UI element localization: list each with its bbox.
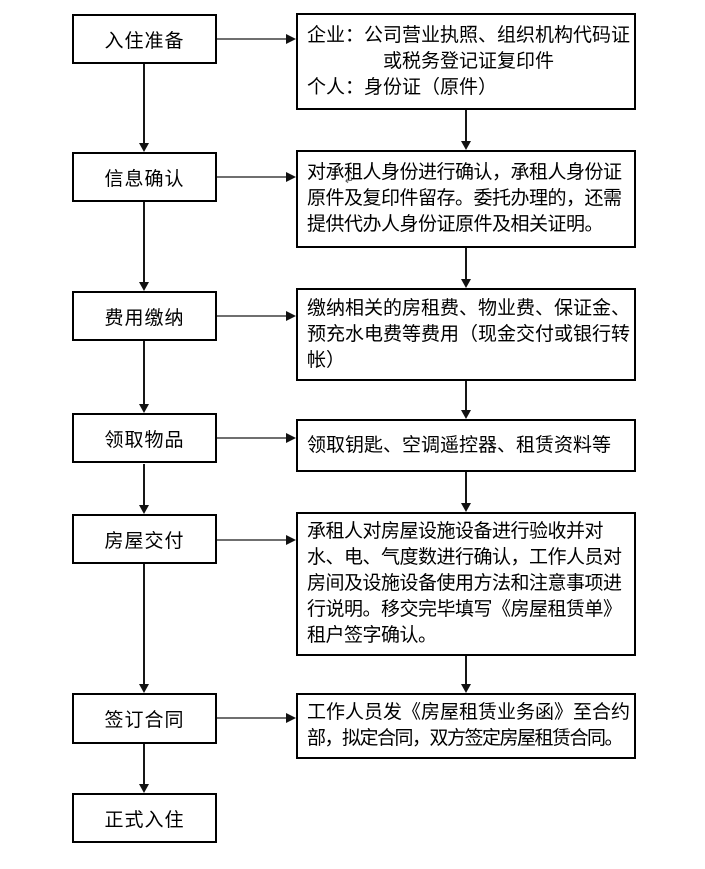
detail-text-line: 部，拟定合同，双方签定房屋租赁合同。 [307,728,624,749]
down-arrow [143,564,145,684]
flow-detail-box-identity-check: 对承租人身份进行确认，承租人身份证原件及复印件留存。委托办理的，还需提供代办人身… [296,150,636,248]
flow-step-label: 入住准备 [104,30,185,52]
detail-text-line: 行说明。移交完毕填写《房屋租赁单》 [307,599,622,620]
flow-step-box-house-handover: 房屋交付 [72,514,217,564]
detail-text-line: 提供代办人身份证原件及相关证明。 [307,214,604,235]
detail-text-line: 承租人对房屋设施设备进行验收并对 [307,521,604,542]
flow-step-label: 签订合同 [104,710,185,731]
flow-step-box-collect-items: 领取物品 [72,413,217,463]
detail-text-line: 房间及设施设备使用方法和注意事项进 [307,573,622,594]
detail-text-line: 对承租人身份进行确认，承租人身份证 [307,162,622,183]
detail-text-line: 水、电、气度数进行确认，工作人员对 [307,547,622,568]
down-arrow [465,381,467,410]
flow-step-label: 房屋交付 [104,530,185,552]
down-arrow [465,110,467,141]
detail-text-line: 领取钥匙、空调遥控器、租赁资料等 [307,434,612,456]
detail-text-line: 工作人员发《房屋租赁业务函》至合约 [307,702,631,723]
flow-step-label: 信息确认 [104,168,185,190]
down-arrow [465,656,467,684]
flow-step-label: 领取物品 [104,429,185,451]
right-arrow [217,176,286,178]
flow-step-box-fee-payment: 费用缴纳 [72,291,217,341]
detail-text-line: 帐） [307,349,346,371]
detail-text-line: 预充水电费等费用（现金交付或银行转 [307,323,631,345]
down-arrow [465,248,467,279]
flow-step-label: 费用缴纳 [104,307,185,329]
right-arrow [217,717,286,719]
flow-step-label: 正式入住 [104,809,185,831]
down-arrow [143,744,145,784]
down-arrow [143,341,145,404]
down-arrow [143,464,145,505]
detail-text-line: 租户签字确认。 [307,625,437,646]
flow-detail-box-handover-inspection: 承租人对房屋设施设备进行验收并对水、电、气度数进行确认，工作人员对房间及设施设备… [296,512,636,656]
soft-return-mark: ↵ [344,174,355,188]
flow-step-box-information-confirmation: 信息确认 [72,152,217,202]
detail-text-line: 企业：公司营业执照、组织机构代码证 [307,24,631,46]
right-arrow [217,315,286,317]
detail-text-line: 个人：身份证（原件） [307,76,498,98]
flow-step-box-move-in-preparation: 入住准备 [72,14,217,64]
down-arrow [143,64,145,143]
flow-detail-box-fees: 缴纳相关的房租费、物业费、保证金、预充水电费等费用（现金交付或银行转帐） [296,288,636,381]
flow-step-box-official-move-in: 正式入住 [72,793,217,843]
detail-text-line: 原件及复印件留存。委托办理的，还需 [307,188,622,209]
down-arrow [143,202,145,282]
detail-text-line: 缴纳相关的房租费、物业费、保证金、 [307,297,631,319]
flow-detail-box-contract-signing: 工作人员发《房屋租赁业务函》至合约部，拟定合同，双方签定房屋租赁合同。 [296,693,636,759]
right-arrow [217,38,286,40]
flow-step-box-sign-contract: 签订合同 [72,693,217,744]
flow-detail-box-items: 领取钥匙、空调遥控器、租赁资料等 [296,419,636,472]
down-arrow [465,472,467,503]
flow-detail-box-preparation-documents: 企业：公司营业执照、组织机构代码证或税务登记证复印件个人：身份证（原件） [296,13,636,110]
detail-text-line: 或税务登记证复印件 [382,50,554,72]
right-arrow [217,437,286,439]
right-arrow [217,539,286,541]
